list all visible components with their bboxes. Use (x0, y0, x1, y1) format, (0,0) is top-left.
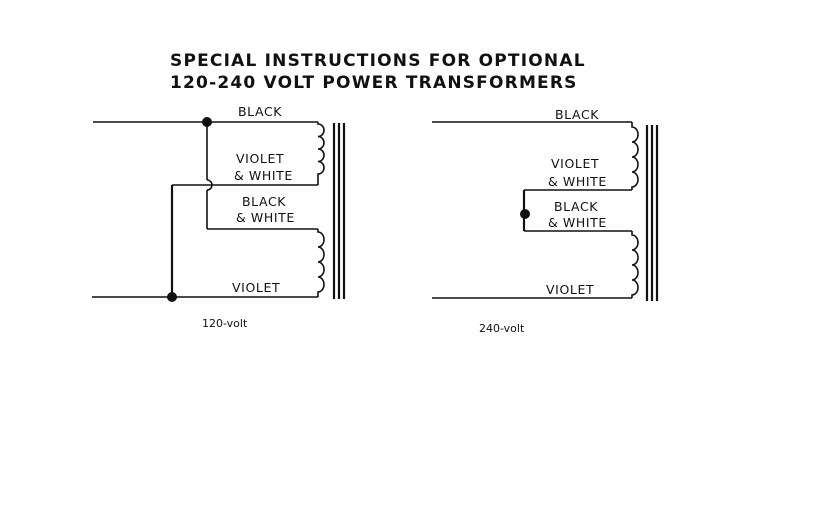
primary-coil-lower (631, 231, 639, 298)
junction-dot (167, 292, 177, 302)
junction-dot (520, 209, 530, 219)
label-violet-white: VIOLET (236, 151, 284, 166)
label-black-white: & WHITE (236, 210, 295, 225)
diagram-120-volt: BLACK VIOLET & WHITE BLACK & WHITE VIOLE… (92, 104, 346, 330)
label-violet-white: & WHITE (548, 174, 607, 189)
caption-120-volt: 120-volt (202, 317, 248, 330)
primary-coil-upper (631, 122, 639, 190)
label-violet-white: VIOLET (551, 156, 599, 171)
caption-240-volt: 240-volt (479, 322, 525, 335)
label-black: BLACK (238, 104, 282, 119)
label-black: BLACK (555, 107, 599, 122)
label-black-white: & WHITE (548, 215, 607, 230)
label-violet: VIOLET (546, 282, 594, 297)
junction-dot (202, 117, 212, 127)
primary-coil-lower (317, 229, 325, 297)
title-line-1: SPECIAL INSTRUCTIONS FOR OPTIONAL (170, 51, 586, 71)
primary-coil-upper (317, 122, 325, 185)
label-violet-white: & WHITE (234, 168, 293, 183)
label-violet: VIOLET (232, 280, 280, 295)
title-line-2: 120-240 VOLT POWER TRANSFORMERS (170, 73, 578, 93)
label-black-white: BLACK (242, 194, 286, 209)
label-black-white: BLACK (554, 199, 598, 214)
diagram-240-volt: BLACK VIOLET & WHITE BLACK & WHITE VIOLE… (432, 107, 659, 335)
